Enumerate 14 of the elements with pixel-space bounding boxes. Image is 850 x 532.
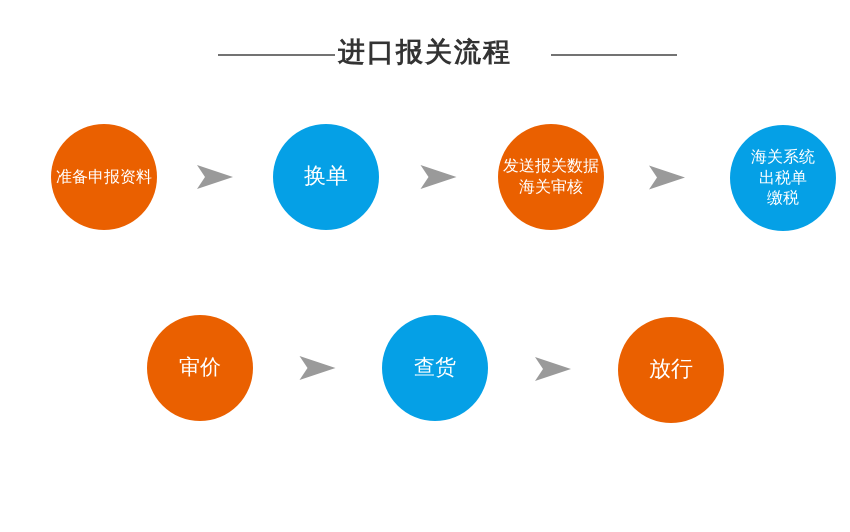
arrow <box>535 357 571 381</box>
step-label: 准备申报资料 <box>56 166 152 188</box>
step-label: 缴税 <box>767 188 799 210</box>
arrow <box>197 165 233 189</box>
step-label: 海关系统出税单 <box>750 146 816 188</box>
step-label: 换单 <box>304 162 348 191</box>
arrow <box>649 166 685 190</box>
arrow <box>420 165 456 189</box>
step-label: 发送报关数据海关审核 <box>502 156 600 198</box>
arrow <box>300 356 336 380</box>
step-label: 放行 <box>649 356 693 384</box>
title: 进口报关流程 <box>338 37 512 68</box>
step-label: 查货 <box>414 354 456 382</box>
step-label: 审价 <box>179 354 221 382</box>
